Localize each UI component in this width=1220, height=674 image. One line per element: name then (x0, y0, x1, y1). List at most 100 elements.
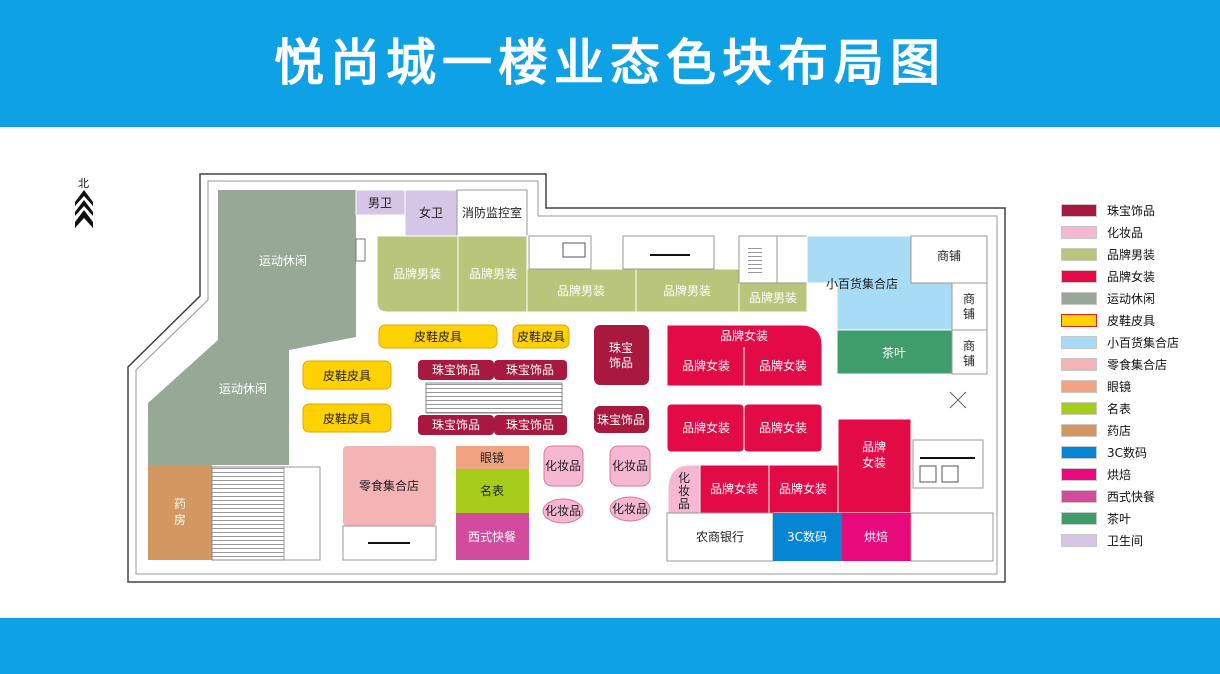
store-glasses[interactable] (456, 446, 529, 469)
store-shoes-3[interactable] (302, 360, 392, 390)
legend-item: 品牌男装 (1061, 245, 1211, 267)
legend-label: 名表 (1107, 402, 1132, 416)
legend-swatch (1061, 292, 1097, 305)
elevator-box-icon (919, 465, 937, 483)
store-jewelry-label-4: 珠宝饰品 (506, 418, 554, 432)
legend-label: 眼镜 (1107, 380, 1132, 394)
stair-north-2 (622, 235, 715, 270)
store-jewelry-label-1: 珠宝饰品 (432, 363, 480, 377)
store-shoes-1[interactable] (378, 324, 498, 349)
store-mens-5[interactable] (738, 282, 808, 313)
store-womens-label-6: 品牌女装 (710, 481, 758, 496)
legend-label: 西式快餐 (1107, 490, 1156, 504)
store-shoes-2[interactable] (512, 324, 570, 349)
legend-item: 西式快餐 (1061, 487, 1211, 509)
store-bank[interactable] (666, 512, 774, 562)
legend-swatch (1061, 446, 1097, 459)
store-tea[interactable] (836, 329, 953, 375)
page-title: 悦尚城一楼业态色块布局图 (274, 34, 946, 92)
store-cosmetics-2[interactable] (609, 445, 651, 487)
store-cosmetics-label-1: 化妆品 (545, 459, 581, 473)
store-pharmacy[interactable] (148, 465, 212, 560)
legend-swatch (1061, 534, 1097, 547)
legend-swatch (1061, 468, 1097, 481)
legend-item: 小百货集合店 (1061, 333, 1211, 355)
store-jewelry-1[interactable] (418, 360, 494, 380)
legend-swatch (1061, 336, 1097, 349)
restroom-women-label: 女卫 (419, 205, 443, 220)
legend-swatch (1061, 226, 1097, 239)
store-jewelry-3[interactable] (418, 415, 494, 435)
footer-band (0, 618, 1220, 674)
legend-swatch (1061, 402, 1097, 415)
store-snacks[interactable] (343, 446, 436, 526)
legend-swatch (1061, 204, 1097, 217)
fire-control-label: 消防监控室 (462, 205, 522, 220)
legend-swatch (1061, 248, 1097, 261)
store-shop-label-2b: 铺 (963, 307, 975, 321)
escalator-west (211, 466, 285, 561)
legend-label: 品牌女装 (1107, 270, 1156, 284)
store-womens-label-7: 品牌女装 (779, 481, 827, 496)
store-jewelry-label-5a: 珠宝 (609, 341, 633, 355)
store-bank-label: 农商银行 (696, 529, 744, 544)
store-western-fastfood-label: 西式快餐 (468, 529, 516, 544)
store-shoes-4[interactable] (302, 403, 392, 433)
store-womens-7[interactable] (768, 464, 839, 514)
service-room-west (283, 466, 321, 561)
store-sports-casual[interactable] (148, 190, 356, 465)
legend-swatch (1061, 314, 1097, 327)
corridor-box-north (776, 235, 808, 284)
store-womens-5[interactable] (743, 403, 823, 453)
legend-item: 3C数码 (1061, 443, 1211, 465)
store-mens-3[interactable] (526, 268, 637, 313)
store-shop-label-3b: 铺 (963, 354, 975, 368)
store-cosmetics-corner[interactable] (667, 464, 701, 514)
door-icon (949, 391, 967, 409)
store-cosmetics-4[interactable] (609, 496, 651, 522)
store-cosmetics-1[interactable] (543, 445, 584, 487)
store-cosmetics-corner-label-2: 妆 (678, 484, 690, 498)
legend-item: 茶叶 (1061, 509, 1211, 531)
restroom-men-label: 男卫 (368, 196, 392, 210)
store-mens-2[interactable] (457, 235, 528, 313)
legend-swatch (1061, 380, 1097, 393)
store-shop-3[interactable] (951, 329, 988, 375)
stair-north-1 (528, 235, 592, 270)
legend-item: 药店 (1061, 421, 1211, 443)
store-watches[interactable] (456, 469, 529, 513)
store-jewelry-5[interactable] (594, 325, 649, 385)
store-womens-label-8a: 品牌 (862, 440, 886, 454)
legend-label: 运动休闲 (1107, 292, 1156, 306)
store-jewelry-label-6: 珠宝饰品 (597, 413, 645, 427)
store-shop-1[interactable] (910, 235, 988, 284)
legend-item: 烘焙 (1061, 465, 1211, 487)
store-mens-label-1: 品牌男装 (393, 267, 441, 281)
stair-east (912, 439, 984, 489)
store-jewelry-6[interactable] (594, 406, 649, 433)
store-mens-1[interactable] (376, 235, 459, 313)
store-womens-label-4: 品牌女装 (682, 420, 730, 435)
store-womens-8[interactable] (837, 418, 912, 514)
legend-label: 零食集合店 (1107, 358, 1168, 372)
store-digital[interactable] (773, 513, 842, 561)
store-cosmetics-3[interactable] (542, 498, 584, 524)
store-snacks-label: 零食集合店 (359, 478, 419, 493)
store-western-fastfood[interactable] (456, 513, 529, 560)
store-shop-2[interactable] (951, 282, 988, 331)
escalator-center (425, 382, 563, 414)
store-jewelry-4[interactable] (494, 415, 567, 435)
elevator-box-icon (941, 465, 959, 483)
legend-item: 名表 (1061, 399, 1211, 421)
store-bakery[interactable] (842, 513, 911, 561)
store-jewelry-2[interactable] (494, 360, 567, 380)
store-shoes-label-3: 皮鞋皮具 (323, 368, 371, 383)
store-mens-label-5: 品牌男装 (749, 291, 797, 305)
store-jewelry-label-3: 珠宝饰品 (432, 418, 480, 432)
legend-label: 卫生间 (1107, 534, 1144, 548)
store-cosmetics-label-2: 化妆品 (612, 459, 648, 473)
store-shoes-label-2: 皮鞋皮具 (517, 329, 565, 344)
legend-label: 3C数码 (1107, 446, 1148, 460)
legend-label: 品牌男装 (1107, 248, 1156, 262)
store-glasses-label: 眼镜 (480, 450, 504, 465)
